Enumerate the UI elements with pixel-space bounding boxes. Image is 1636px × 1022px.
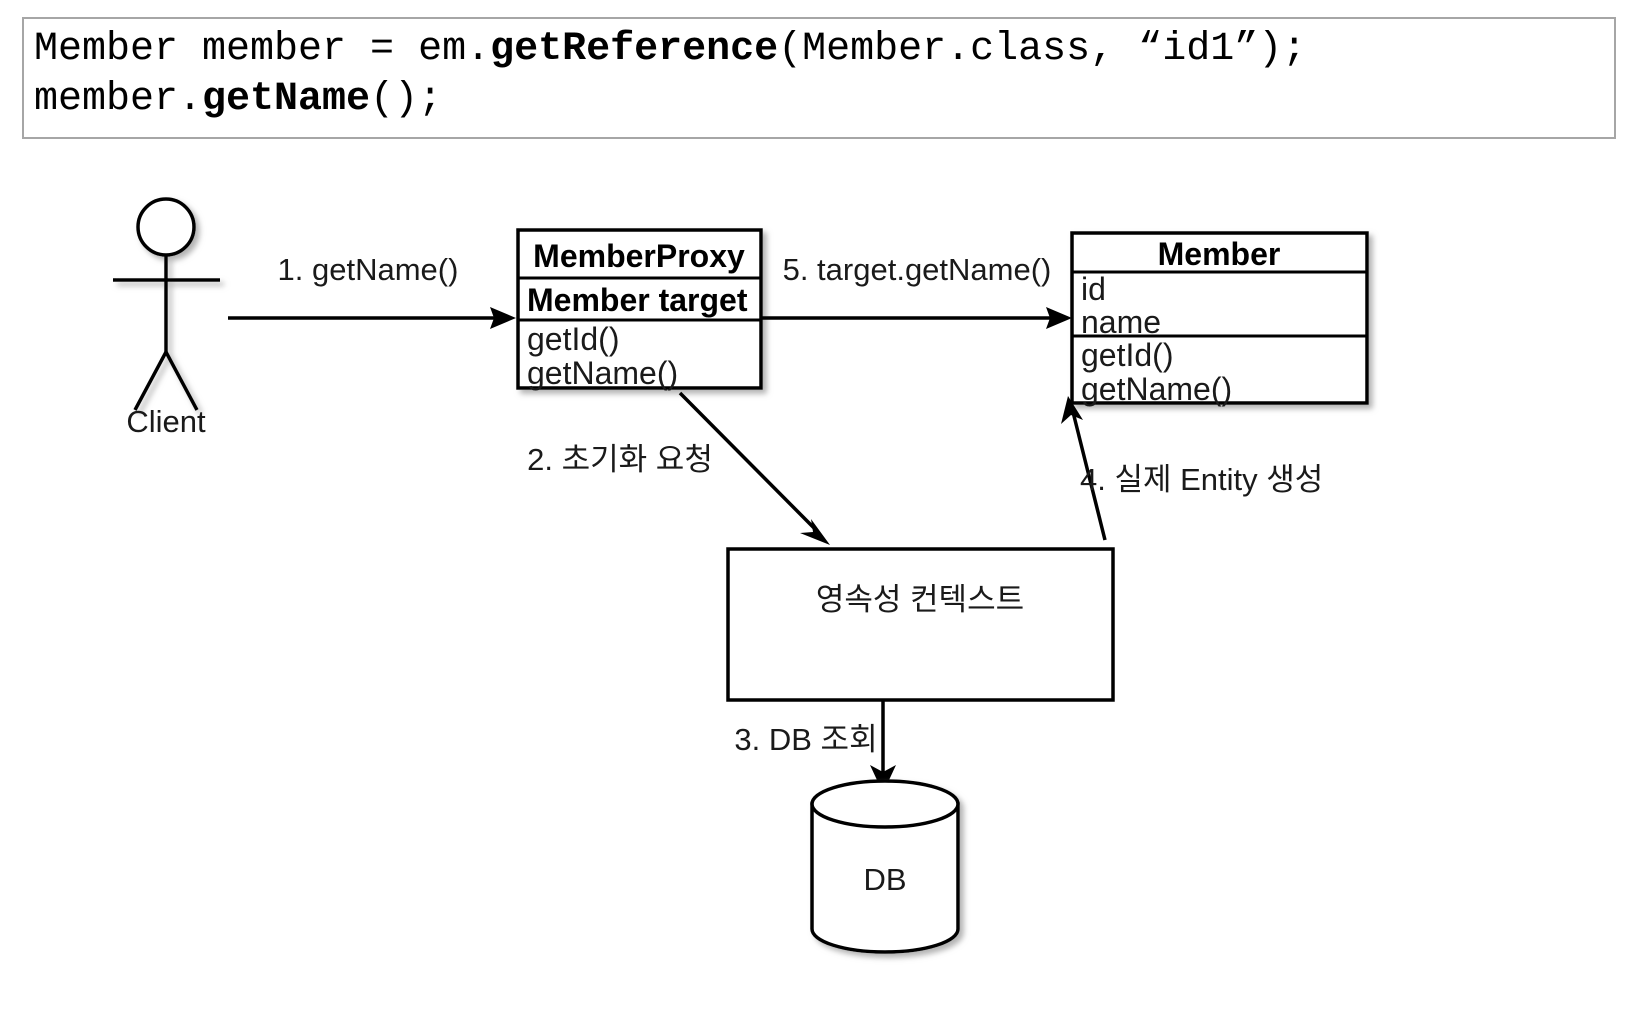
- arrow-1-label: 1. getName(): [278, 252, 459, 287]
- memberproxy-title: MemberProxy: [533, 238, 745, 274]
- persistence-context-box: [726, 547, 1115, 702]
- code-snippet-box: Member member = em.getReference(Member.c…: [22, 17, 1616, 139]
- persistence-context-label: 영속성 컨텍스트: [816, 582, 1024, 617]
- arrow-1-head-icon: [490, 307, 516, 329]
- arrow-1-getname: [228, 307, 516, 329]
- class-box-member: [1070, 231, 1369, 405]
- actor-left-leg-line: [133, 351, 168, 411]
- db-body-shape: [810, 802, 960, 954]
- memberproxy-method-getid: getId(): [527, 321, 619, 357]
- sequence-diagram: Client 1. getName() MemberProxy Member t…: [0, 150, 1636, 1022]
- member-attribute-name: name: [1081, 304, 1161, 340]
- arrow-2-line: [678, 391, 820, 534]
- memberproxy-outer-rect: [516, 228, 763, 390]
- arrow-5-head-icon: [1046, 307, 1072, 329]
- arrow-3-head-icon: [870, 765, 896, 793]
- arrow-2-head-icon: [800, 519, 830, 545]
- code-line-1-method: getReference: [490, 27, 779, 72]
- db-top-ellipse: [810, 779, 960, 829]
- actor-right-leg-line: [164, 351, 199, 411]
- memberproxy-attribute: Member target: [527, 282, 748, 318]
- class-box-memberproxy: [516, 228, 763, 390]
- arrow-3-label: 3. DB 조회: [734, 722, 877, 757]
- arrow-4-label: 4. 실제 Entity 생성: [1080, 462, 1323, 497]
- arrow-5-label: 5. target.getName(): [783, 252, 1052, 287]
- actor-client: [113, 197, 220, 411]
- member-attribute-id: id: [1081, 271, 1106, 307]
- code-line-2-part-b: ();: [370, 77, 443, 122]
- member-method-getname: getName(): [1081, 371, 1232, 407]
- arrow-5-target-getname: [761, 307, 1072, 329]
- code-line-1-part-a: Member member = em.: [34, 27, 491, 72]
- actor-label: Client: [126, 404, 206, 439]
- arrow-4-create-entity: [1061, 396, 1107, 541]
- memberproxy-method-getname: getName(): [527, 355, 678, 391]
- database-label: DB: [863, 862, 906, 897]
- database-cylinder: [810, 779, 960, 954]
- arrow-3-db-query: [870, 700, 896, 793]
- actor-head-icon: [136, 197, 196, 257]
- arrow-4-line: [1071, 411, 1107, 541]
- member-method-getid: getId(): [1081, 337, 1173, 373]
- arrow-2-init-request: [678, 391, 830, 545]
- arrow-2-label: 2. 초기화 요청: [527, 442, 713, 477]
- member-outer-rect: [1070, 231, 1369, 405]
- code-line-1-part-b: (Member.class, “id1”);: [778, 27, 1307, 72]
- member-title: Member: [1158, 236, 1281, 272]
- code-line-2-part-a: member.: [34, 77, 203, 122]
- arrow-4-head-icon: [1061, 396, 1083, 424]
- code-line-2-method: getName: [202, 77, 371, 122]
